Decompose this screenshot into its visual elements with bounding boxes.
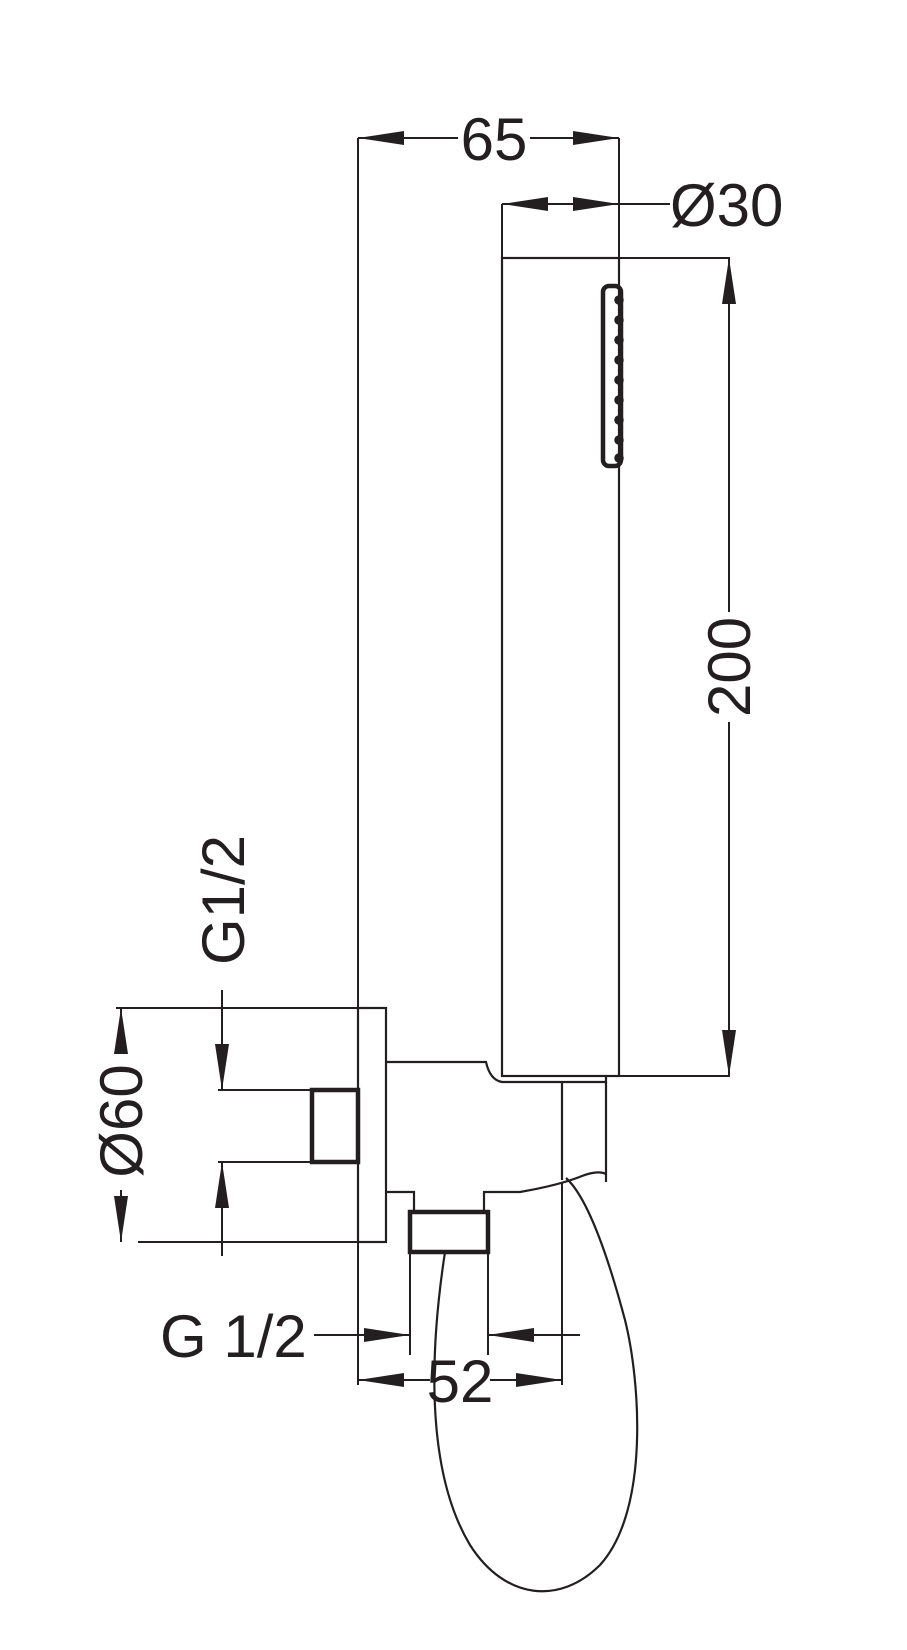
dimension-thread-top: G1/2 [190,835,257,1256]
dimension-width-top-label: 65 [461,106,528,173]
dimension-thread-bottom-label: G 1/2 [160,1303,307,1370]
extension-lines [116,138,730,1385]
dimension-width-bottom-label: 52 [427,1348,494,1415]
nozzle-dots [614,295,624,463]
dimension-width-top: 65 [358,106,619,173]
holder-elbow [386,1060,608,1255]
dimension-diameter-flange: Ø60 [88,1008,155,1242]
dimension-thread-bottom: G 1/2 [160,1303,580,1370]
dimension-height-handshower-label: 200 [696,617,763,717]
dimension-diameter-flange-label: Ø60 [88,1064,155,1177]
hose [433,1177,639,1593]
dimension-thread-top-label: G1/2 [190,835,257,965]
dimension-diameter-handshower: Ø30 [502,172,783,239]
dimension-height-handshower: 200 [696,258,763,1076]
wall-flange [309,1006,388,1244]
handshower-body [500,256,624,1078]
dimension-diameter-handshower-label: Ø30 [670,172,783,239]
dimension-width-bottom: 52 [358,1348,562,1415]
